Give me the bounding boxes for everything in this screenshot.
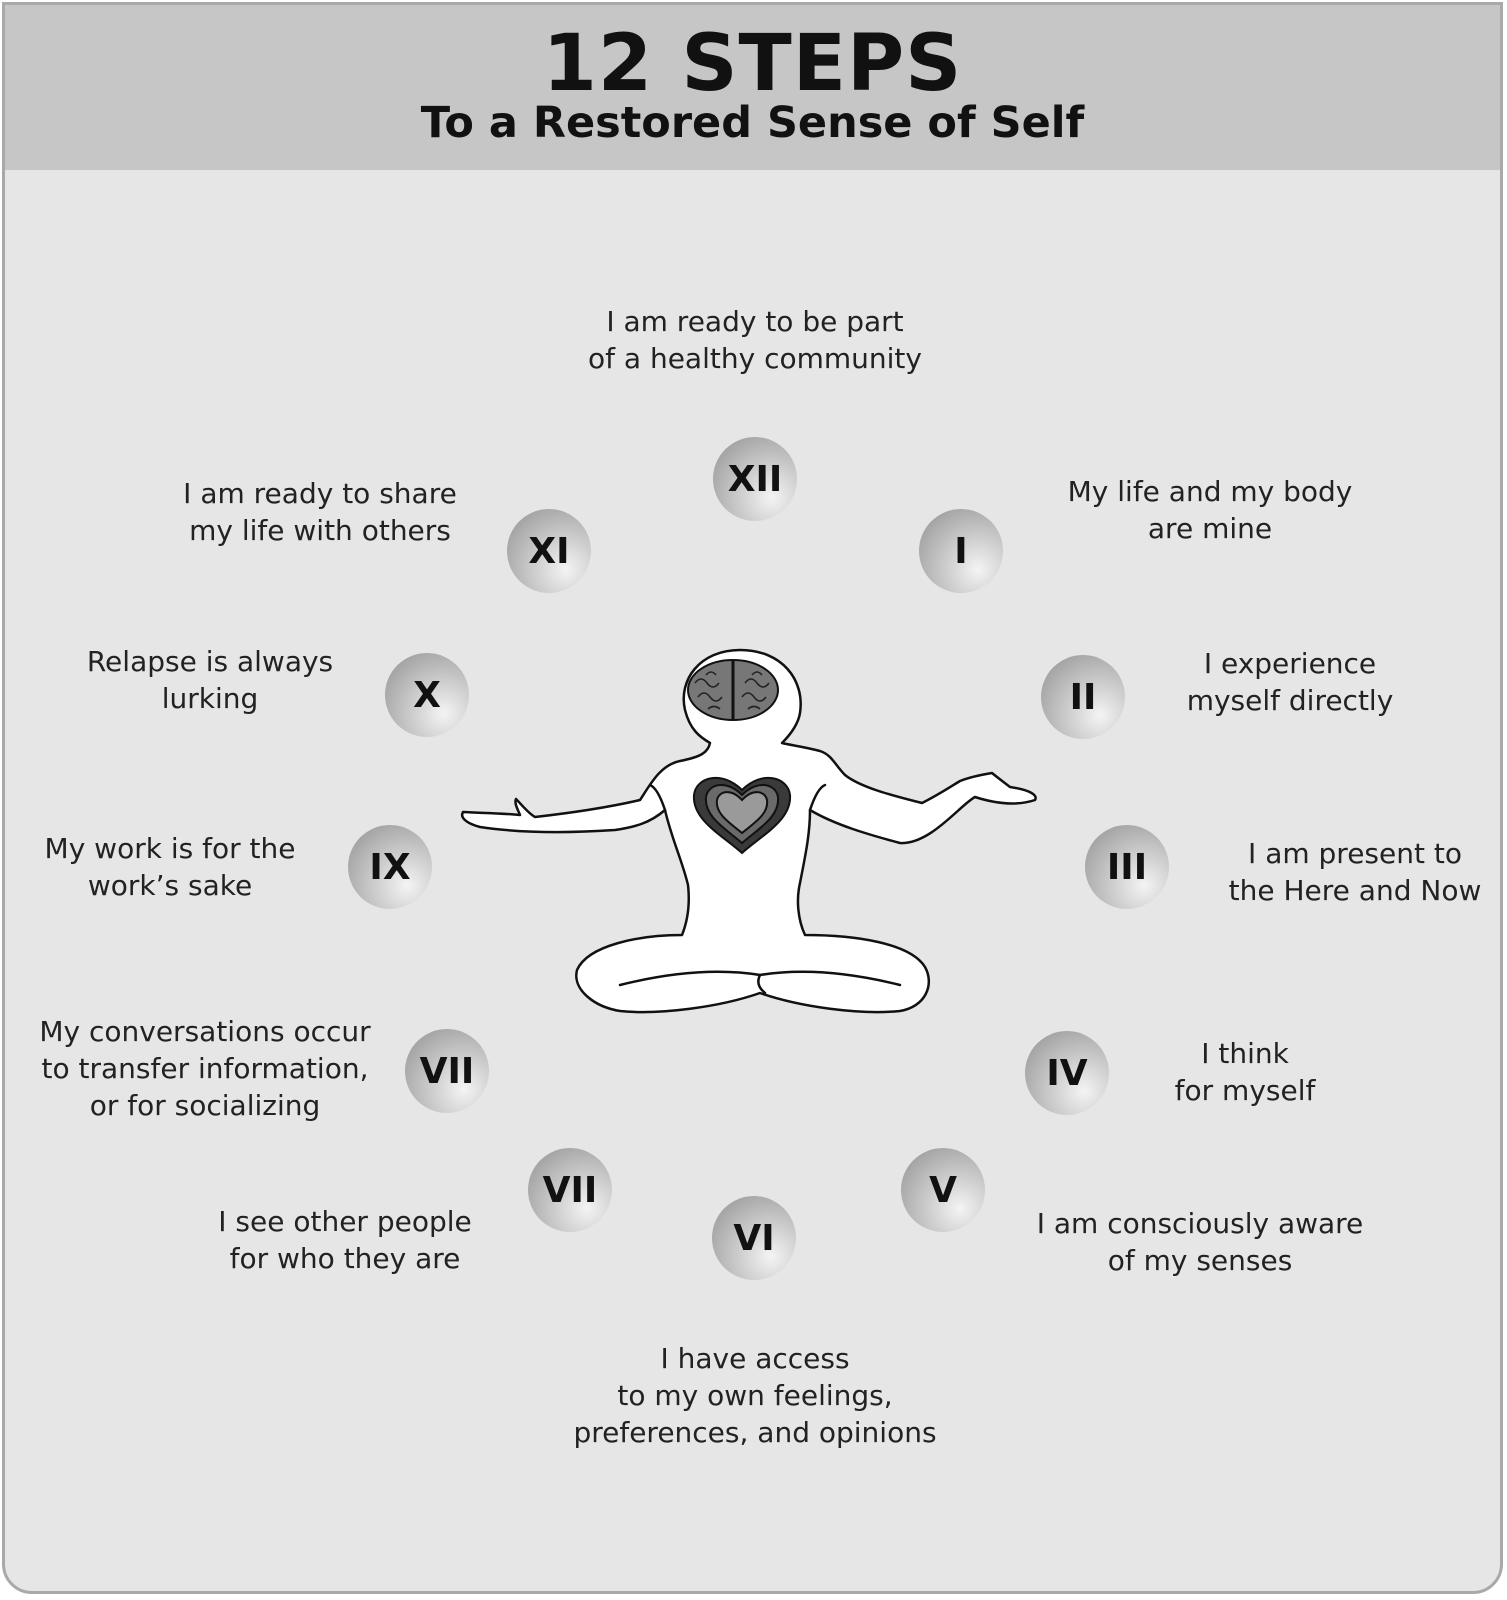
heart-icon — [692, 776, 792, 855]
step-badge-xi: XI — [507, 509, 591, 593]
step-badge-vii-lower: VII — [528, 1148, 612, 1232]
step-badge-ix: IX — [348, 825, 432, 909]
step-badge-iii: III — [1085, 825, 1169, 909]
step-badge-vi: VI — [712, 1196, 796, 1280]
step-badge-iv: IV — [1025, 1031, 1109, 1115]
step-badge-i: I — [919, 509, 1003, 593]
diagram-title: 12 STEPS — [542, 19, 963, 109]
step-badge-xii: XII — [713, 437, 797, 521]
step-badge-x: X — [385, 653, 469, 737]
diagram-subtitle: To a Restored Sense of Self — [420, 98, 1085, 148]
step-badge-v: V — [901, 1148, 985, 1232]
step-badge-ii: II — [1041, 655, 1125, 739]
meditating-figure-icon — [461, 648, 1037, 1014]
step-badge-vii-upper: VII — [405, 1029, 489, 1113]
header-band: 12 STEPS To a Restored Sense of Self — [5, 5, 1500, 170]
brain-icon — [687, 659, 779, 721]
